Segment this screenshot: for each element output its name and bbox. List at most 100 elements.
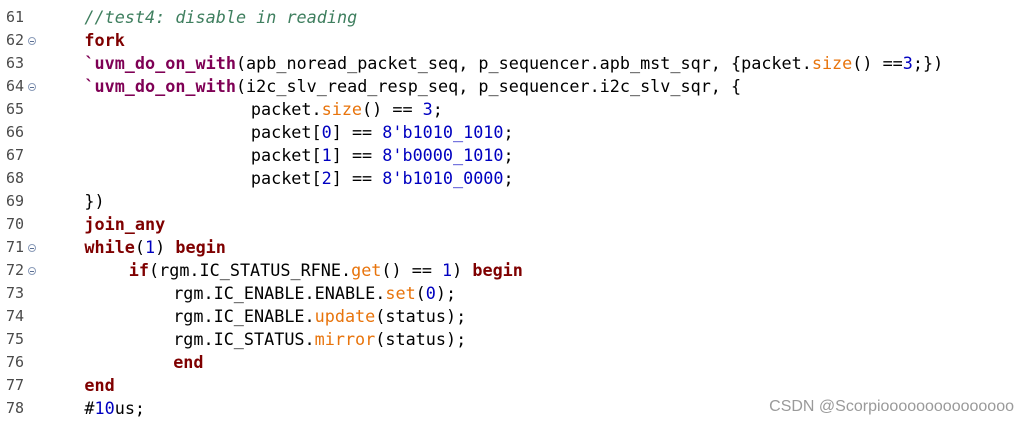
code-token: ) <box>452 260 473 280</box>
line-number: 68 <box>6 169 25 187</box>
code-line: end <box>173 351 203 374</box>
code-token: 1 <box>145 237 156 257</box>
code-token: (apb_noread_packet_seq, p_sequencer.apb_… <box>235 53 812 73</box>
code-token: ; <box>432 99 443 119</box>
code-token: size <box>321 99 363 119</box>
code-token: ] == <box>331 168 383 188</box>
code-token: join_any <box>84 214 166 234</box>
line-number: 70 <box>6 215 25 233</box>
code-token: fork <box>84 30 125 50</box>
code-token: ;}) <box>912 53 944 73</box>
code-token: size <box>811 53 853 73</box>
code-line: rgm.IC_ENABLE.update(status); <box>173 305 466 328</box>
code-token: packet[ <box>250 168 322 188</box>
code-line: //test4: disable in reading <box>84 6 357 29</box>
code-token: () == <box>852 53 903 73</box>
code-token: 0 <box>425 283 436 303</box>
line-number: 61 <box>6 8 25 26</box>
code-token: rgm.IC_STATUS. <box>173 329 315 349</box>
line-number: 71 <box>6 238 25 256</box>
line-number: 62 <box>6 31 25 49</box>
fold-toggle-icon[interactable] <box>28 267 36 275</box>
fold-toggle-icon[interactable] <box>28 244 36 252</box>
code-token: 3 <box>902 53 913 73</box>
code-line: while(1) begin <box>84 236 226 259</box>
code-token: rgm.IC_ENABLE. <box>173 306 315 326</box>
code-token: packet[ <box>250 122 322 142</box>
code-token: 8'b1010_0000 <box>382 168 504 188</box>
code-line: rgm.IC_STATUS.mirror(status); <box>173 328 466 351</box>
code-token: end <box>173 352 204 372</box>
csdn-watermark: CSDN @Scorpiooooooooooooooo <box>769 398 1014 415</box>
code-token: 0 <box>321 122 332 142</box>
code-token: `uvm_do_on_with <box>84 53 236 73</box>
code-token: 2 <box>321 168 332 188</box>
code-token: ( <box>415 283 426 303</box>
line-number: 74 <box>6 307 25 325</box>
line-number: 77 <box>6 376 25 394</box>
code-token: (status); <box>375 306 467 326</box>
line-number: 73 <box>6 284 25 302</box>
code-token: (rgm.IC_STATUS_RFNE. <box>149 260 352 280</box>
code-line: join_any <box>84 213 165 236</box>
code-token: 8'b0000_1010 <box>382 145 504 165</box>
code-token: set <box>385 283 416 303</box>
code-token: //test4: disable in reading <box>84 7 358 27</box>
code-token: ] == <box>331 145 383 165</box>
code-token: ] == <box>331 122 383 142</box>
code-token: us; <box>114 398 146 418</box>
code-token: 8'b1010_1010 <box>382 122 504 142</box>
code-token: mirror <box>314 329 376 349</box>
code-token: rgm.IC_ENABLE.ENABLE. <box>173 283 386 303</box>
code-token: ( <box>134 237 146 257</box>
fold-toggle-icon[interactable] <box>28 37 36 45</box>
code-token: () == <box>381 260 443 280</box>
code-line: packet[1] == 8'b0000_1010; <box>251 144 514 167</box>
code-token: # <box>84 398 95 418</box>
line-number: 65 <box>6 100 25 118</box>
line-number: 75 <box>6 330 25 348</box>
code-token: 1 <box>321 145 332 165</box>
code-token: begin <box>175 237 226 257</box>
code-line: #10us; <box>84 397 145 420</box>
code-token: () == <box>362 99 423 119</box>
code-token: 1 <box>442 260 453 280</box>
line-number: 63 <box>6 54 25 72</box>
fold-toggle-icon[interactable] <box>28 83 36 91</box>
code-line: }) <box>84 190 104 213</box>
line-number: 78 <box>6 399 25 417</box>
code-token: (status); <box>375 329 467 349</box>
code-line: packet.size() == 3; <box>251 98 443 121</box>
code-token: ; <box>503 145 514 165</box>
code-token: `uvm_do_on_with <box>84 76 236 96</box>
line-number: 69 <box>6 192 25 210</box>
code-token: update <box>314 306 376 326</box>
code-token: while <box>84 237 135 257</box>
code-token: 10 <box>94 398 115 418</box>
code-token: ; <box>503 122 514 142</box>
line-number: 67 <box>6 146 25 164</box>
code-token: ); <box>435 283 457 303</box>
code-line: packet[0] == 8'b1010_1010; <box>251 121 514 144</box>
code-line: packet[2] == 8'b1010_0000; <box>251 167 514 190</box>
line-number: 72 <box>6 261 25 279</box>
code-token: ; <box>503 168 514 188</box>
code-token: end <box>84 375 115 395</box>
code-token: ) <box>155 237 176 257</box>
code-token: if <box>128 260 150 280</box>
code-token: packet. <box>250 99 322 119</box>
code-line: `uvm_do_on_with(apb_noread_packet_seq, p… <box>84 52 943 75</box>
code-token: }) <box>84 191 105 211</box>
code-line: if(rgm.IC_STATUS_RFNE.get() == 1) begin <box>129 259 523 282</box>
code-token: 3 <box>422 99 433 119</box>
code-token: (i2c_slv_read_resp_seq, p_sequencer.i2c_… <box>235 76 742 96</box>
code-token: get <box>351 260 382 280</box>
line-number: 66 <box>6 123 25 141</box>
code-line: end <box>84 374 114 397</box>
code-token: begin <box>472 260 523 280</box>
code-token: packet[ <box>250 145 322 165</box>
code-line: `uvm_do_on_with(i2c_slv_read_resp_seq, p… <box>84 75 741 98</box>
code-line: fork <box>84 29 124 52</box>
